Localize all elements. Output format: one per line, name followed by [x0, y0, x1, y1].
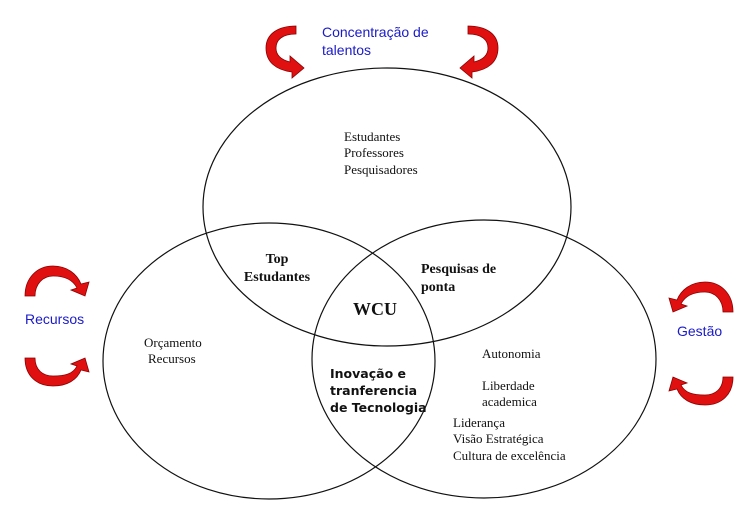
- curved-arrow-icon: [459, 25, 499, 79]
- right-circle-items-leadership: Liderança Visão Estratégica Cultura de e…: [453, 415, 566, 464]
- center-label-wcu: WCU: [353, 299, 397, 319]
- circle-talent-concentration: [202, 67, 572, 347]
- item-budget: Orçamento: [144, 335, 202, 350]
- label-line: talentos: [322, 41, 372, 58]
- item-freedom-line2: academica: [482, 394, 537, 410]
- curved-arrow-icon: [24, 357, 90, 387]
- label-resources: Recursos: [25, 311, 85, 327]
- item-strategic-vision: Visão Estratégica: [453, 431, 544, 447]
- item-leadership: Liderança: [453, 415, 505, 430]
- right-circle-item-academic-freedom: Liberdade academica: [482, 378, 537, 411]
- item-researchers: Pesquisadores: [344, 161, 418, 177]
- label-talent-concentration: Concentração de talentos: [322, 24, 429, 59]
- curved-arrow-icon: [24, 265, 90, 297]
- curved-arrow-icon: [668, 376, 734, 406]
- intersection-tech-transfer: Inovação e tranferencia de Tecnologia: [330, 366, 427, 417]
- item-freedom-line1: Liberdade: [482, 378, 535, 393]
- curved-arrow-icon: [668, 281, 734, 313]
- circle-resources: [102, 222, 436, 500]
- label-line: Concentração de: [322, 24, 429, 40]
- intersection-line: Estudantes: [243, 269, 311, 285]
- intersection-line: tranferencia: [330, 382, 418, 398]
- item-culture-excellence: Cultura de excelência: [453, 447, 566, 463]
- label-management: Gestão: [677, 323, 723, 339]
- curved-arrow-icon: [265, 25, 305, 79]
- intersection-line: Top: [265, 252, 289, 267]
- intersection-cutting-edge-research: Pesquisas de ponta: [421, 261, 496, 296]
- item-students: Estudantes: [344, 129, 401, 144]
- intersection-line: Inovação e: [330, 366, 406, 381]
- circle-management: [311, 219, 657, 499]
- item-resources: Recursos: [148, 351, 196, 367]
- left-circle-items: Orçamento Recursos: [144, 335, 202, 368]
- item-professors: Professores: [344, 145, 404, 161]
- intersection-line: de Tecnologia: [330, 399, 427, 415]
- intersection-line: ponta: [421, 279, 456, 295]
- intersection-top-students: Top Estudantes: [240, 251, 314, 286]
- right-circle-item-autonomy: Autonomia: [482, 346, 541, 362]
- intersection-line: Pesquisas de: [421, 262, 497, 277]
- top-circle-items: Estudantes Professores Pesquisadores: [344, 129, 418, 178]
- item-autonomy: Autonomia: [482, 346, 541, 361]
